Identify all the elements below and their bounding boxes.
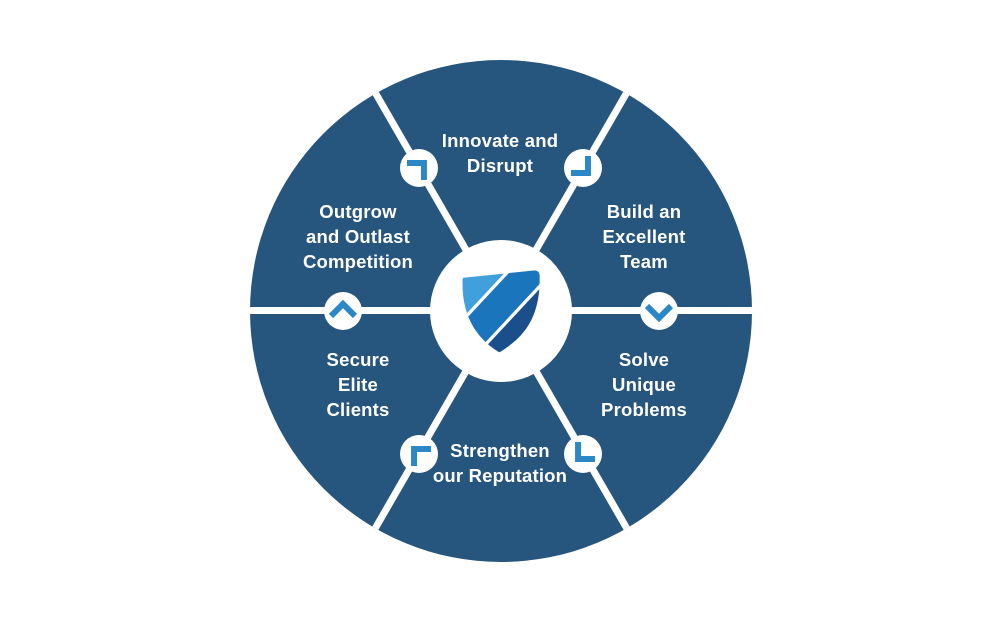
label-line: Unique — [612, 374, 676, 395]
label-line: Clients — [326, 399, 390, 420]
segment-label-strengthen-our-reputation: Strengthen our Reputation — [380, 438, 620, 488]
chevron-up-icon — [328, 299, 358, 319]
segment-label-outgrow-and-outlast-competition: Outgrow and Outlast Competition — [268, 199, 448, 274]
segment-label-secure-elite-clients: Secure Elite Clients — [268, 347, 448, 422]
chevron-badge-upper-right — [564, 149, 602, 187]
label-line: Problems — [601, 399, 687, 420]
label-line: Competition — [302, 251, 414, 272]
label-line: Secure — [326, 349, 390, 370]
label-line: Innovate and — [441, 130, 559, 151]
center-circle — [430, 240, 572, 382]
chevron-badge-upper-left — [400, 149, 438, 187]
chevron-badge-right — [640, 292, 678, 330]
segment-label-solve-unique-problems: Solve Unique Problems — [554, 347, 734, 422]
chevron-badge-lower-left — [400, 435, 438, 473]
label-line: and Outlast — [306, 226, 410, 247]
label-line: Excellent — [602, 226, 686, 247]
segment-label-build-an-excellent-team: Build an Excellent Team — [554, 199, 734, 274]
label-line: Elite — [337, 374, 379, 395]
label-line: Outgrow — [319, 201, 397, 222]
chevron-badge-left — [324, 292, 362, 330]
label-line: Disrupt — [466, 155, 534, 176]
chevron-up-right-icon — [406, 160, 427, 181]
chevron-down-left-icon — [575, 441, 596, 462]
chevron-down-icon — [644, 303, 674, 323]
shield-logo-icon — [462, 270, 540, 353]
chevron-down-right-icon — [570, 155, 591, 176]
label-line: Build an — [606, 201, 682, 222]
label-line: Team — [620, 251, 668, 272]
chevron-up-left-icon — [411, 446, 432, 467]
label-line: our Reputation — [432, 465, 568, 486]
label-line: Solve — [618, 349, 670, 370]
label-line: Strengthen — [450, 440, 550, 461]
segment-label-innovate-and-disrupt: Innovate and Disrupt — [390, 128, 610, 178]
chevron-badge-lower-right — [564, 435, 602, 473]
